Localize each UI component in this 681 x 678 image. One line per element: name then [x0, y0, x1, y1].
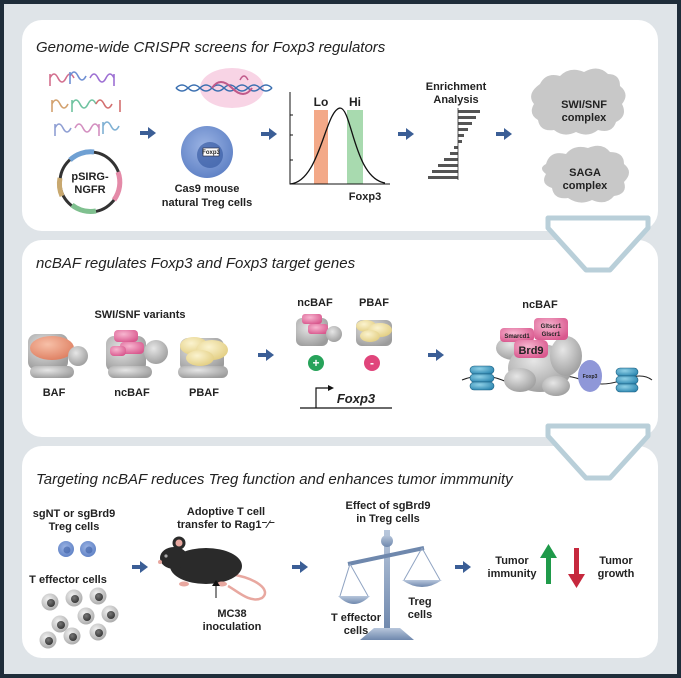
chevron-icon — [545, 215, 651, 273]
pbaf-small-icon — [356, 320, 392, 346]
enrichment-label: Analysis — [433, 94, 478, 106]
complex-label: SAGA — [569, 167, 601, 179]
treg-cell-icon: Foxp3 — [181, 126, 233, 178]
enrichment-bar — [458, 128, 468, 131]
enrichment-bars — [428, 108, 480, 180]
teff-nucleus — [83, 613, 91, 621]
complex-label: complex — [563, 180, 609, 192]
pbaf-complex-icon — [178, 337, 228, 378]
baf-complex-icon — [28, 334, 88, 378]
foxp3-locus-label: Foxp3 — [202, 150, 220, 156]
ncbaf-complex-icon — [106, 330, 168, 378]
hist-lo-label: Lo — [314, 95, 329, 109]
mouse-icon — [158, 536, 267, 601]
tumor-growth-label: Tumor — [599, 555, 633, 567]
enrichment-bar — [444, 158, 458, 161]
complex-label: SWI/SNF — [561, 99, 607, 111]
teff-cells-icon — [39, 587, 119, 649]
hist-axis-label: Foxp3 — [349, 191, 381, 203]
tumor-growth-label: growth — [598, 568, 635, 580]
swi-snf-complex-cloud — [531, 68, 626, 135]
teff-nucleus — [45, 637, 53, 645]
saga-complex-cloud — [542, 145, 629, 203]
enrichment-bar — [438, 164, 458, 167]
cell-label: Cas9 mouse — [175, 183, 240, 195]
panel-3-title: Targeting ncBAF reduces Treg function an… — [36, 471, 514, 488]
chevron-icon — [545, 423, 651, 481]
gene-label: Foxp3 — [337, 391, 376, 406]
balance-scale-icon — [338, 530, 442, 640]
plasmid-label: pSIRG- — [71, 171, 109, 183]
transfer-label: Adoptive T cell — [187, 506, 265, 518]
tumor-immunity-label: Tumor — [495, 555, 529, 567]
subunit-label: Smarcd1 — [504, 334, 530, 340]
panel-1-bg — [22, 20, 658, 231]
teff-nucleus — [69, 633, 77, 641]
scale-left-label: cells — [344, 625, 368, 637]
sgrna-library-icon — [49, 71, 121, 136]
teff-nucleus — [107, 611, 115, 619]
enrichment-bar — [458, 140, 462, 143]
teff-nucleus — [95, 629, 103, 637]
effect-pbaf-label: PBAF — [359, 297, 389, 309]
foxp3-histogram — [289, 92, 390, 185]
enrichment-bar — [458, 122, 472, 125]
inoculation-label: MC38 — [217, 608, 246, 620]
plasmid-icon — [56, 149, 123, 214]
plus-sign: + — [312, 356, 319, 370]
panel-3-bg — [22, 446, 658, 658]
enrichment-bar — [458, 116, 476, 119]
panel-1-title: Genome-wide CRISPR screens for Foxp3 reg… — [36, 39, 386, 56]
variants-label: SWI/SNF variants — [94, 309, 185, 321]
enrichment-bar — [432, 170, 458, 173]
teff-nucleus — [71, 595, 79, 603]
enrichment-bar — [458, 134, 464, 137]
activate-badge — [308, 355, 324, 371]
complex-label: complex — [562, 112, 608, 124]
effect-ncbaf-label: ncBAF — [297, 297, 333, 309]
scale-left-label: T effector — [331, 612, 382, 624]
scale-right-label: Treg — [408, 596, 431, 608]
subunit-label: Gltscr1 — [541, 324, 562, 330]
hist-hi-label: Hi — [349, 95, 361, 109]
subunit-label: Glscr1 — [542, 332, 561, 338]
inoculation-label: inoculation — [203, 621, 262, 633]
ncbaf-small-icon — [296, 314, 342, 346]
teff-nucleus — [95, 593, 103, 601]
enrichment-bar — [450, 152, 458, 155]
plasmid-label: NGFR — [74, 184, 105, 196]
arrow-up-icon — [540, 544, 557, 584]
gene-promoter-icon — [300, 385, 392, 409]
enrichment-bar — [454, 146, 458, 149]
tumor-immunity-label: immunity — [488, 568, 538, 580]
repress-badge — [364, 355, 380, 371]
subunit-label: Brd9 — [518, 345, 543, 357]
effect-label: in Treg cells — [356, 513, 420, 525]
enrichment-label: Enrichment — [426, 81, 487, 93]
ncbaf-chromatin-icon — [461, 318, 653, 396]
transfer-label: transfer to Rag1⁻⁄⁻ — [177, 519, 275, 531]
minus-sign: - — [370, 356, 374, 370]
arrow-down-icon — [568, 548, 585, 588]
panel-2-title: ncBAF regulates Foxp3 and Foxp3 target g… — [36, 255, 356, 272]
variant-label: ncBAF — [114, 387, 150, 399]
variant-label: PBAF — [189, 387, 219, 399]
cell-label: natural Treg cells — [162, 197, 252, 209]
treg-label: sgNT or sgBrd9 — [33, 508, 116, 520]
ncbaf-complex-title: ncBAF — [522, 299, 558, 311]
treg-cells-icon — [58, 541, 96, 557]
enrichment-bar — [428, 176, 458, 179]
variant-label: BAF — [43, 387, 66, 399]
effect-label: Effect of sgBrd9 — [346, 500, 431, 512]
teff-nucleus — [47, 599, 55, 607]
enrichment-bar — [458, 110, 480, 113]
teff-label: T effector cells — [29, 574, 107, 586]
scale-right-label: cells — [408, 609, 432, 621]
treg-label: Treg cells — [49, 521, 100, 533]
tf-label: Foxp3 — [583, 374, 598, 380]
cas9-dna-icon — [175, 68, 273, 108]
teff-nucleus — [57, 621, 65, 629]
